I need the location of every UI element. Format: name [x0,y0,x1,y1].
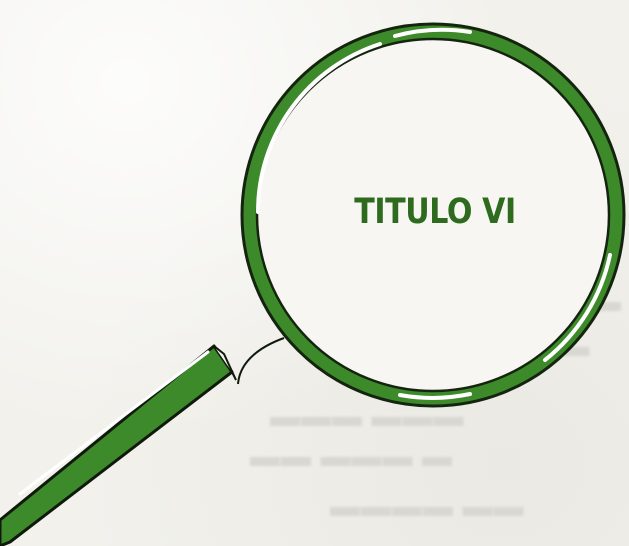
bleed-through-text: ▬▬ ▬▬▬ ▬ [250,440,453,473]
magnifier-lens [240,22,626,408]
magnifier-handle [0,337,285,546]
badge-title: TITULO VI [354,192,516,232]
bleed-through-text: ▬▬▬▬ ▬▬ [330,490,525,523]
